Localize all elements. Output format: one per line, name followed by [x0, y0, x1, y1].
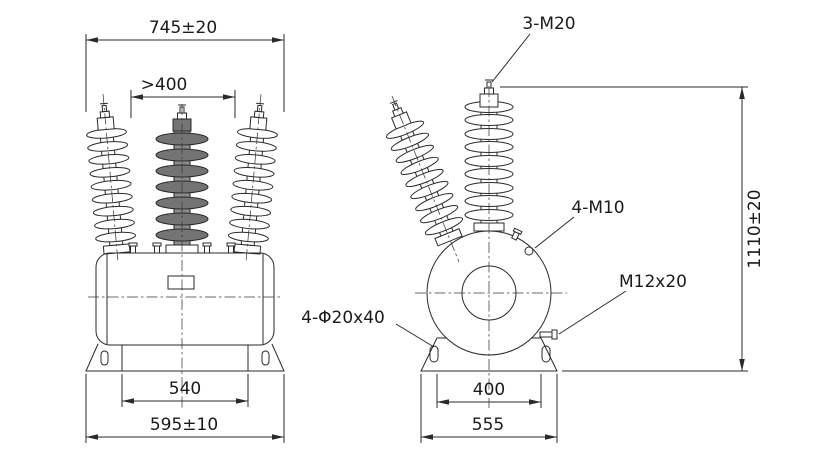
dim-primary-terminal: 3-M20	[522, 14, 575, 34]
front-mounting-feet	[85, 343, 285, 372]
dim-earthing-bolt: M12x20	[619, 272, 687, 292]
dim-front-slot-span: 540	[169, 379, 201, 399]
base-slot	[429, 345, 439, 363]
base-slot	[541, 345, 551, 363]
front-tank	[95, 252, 275, 346]
leader-3m20	[491, 33, 531, 83]
dim-mounting-slots: 4-Φ20x40	[301, 308, 385, 328]
leader-slots	[395, 323, 435, 348]
m10-fitting	[524, 246, 534, 256]
side-base	[420, 329, 558, 372]
dim-overall-height: 1110±20	[745, 189, 765, 268]
foot-slot	[261, 350, 270, 366]
earthing-bolt	[539, 329, 558, 340]
dimension-lines	[85, 33, 748, 443]
dim-secondary-terminals: 4-M10	[571, 198, 624, 218]
front-view	[84, 102, 285, 372]
dim-side-slot-span: 400	[473, 380, 505, 400]
dim-overall-width: 745±20	[149, 18, 217, 38]
foot-slot	[100, 350, 109, 366]
center-lines	[88, 86, 567, 408]
dim-front-base-width: 595±10	[150, 415, 218, 435]
side-view	[375, 80, 558, 372]
dim-terminal-clearance: >400	[141, 75, 188, 95]
side-tilted-bushing	[375, 94, 468, 248]
leader-4m10	[534, 216, 575, 249]
nameplate	[167, 275, 195, 290]
leader-m12	[558, 290, 627, 335]
dimension-labels: 745±20 >400 540 595±10 400 555 3-M20 4-M…	[141, 14, 765, 435]
dim-side-base-width: 555	[472, 415, 504, 435]
